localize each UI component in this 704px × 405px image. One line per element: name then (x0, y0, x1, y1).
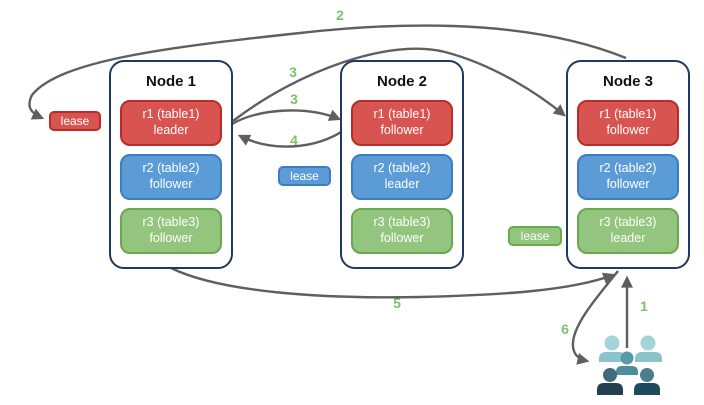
node-2-range-r3: r3 (table3) follower (351, 208, 453, 254)
range-name: r1 (table1) (599, 107, 657, 122)
step-label-5: 5 (393, 295, 401, 311)
arrow-step-5 (170, 266, 616, 299)
range-role: leader (610, 231, 646, 245)
range-name: r3 (table3) (599, 215, 657, 230)
node-3-title: Node 3 (602, 73, 653, 90)
range-name: r1 (table1) (142, 107, 200, 122)
range-role: follower (380, 231, 424, 245)
range-role: follower (606, 123, 650, 137)
step-label-6: 6 (561, 321, 569, 337)
step-label-4: 4 (290, 132, 298, 148)
node-2-range-r1: r1 (table1) follower (351, 100, 453, 146)
node-1-range-r2: r2 (table2) follower (120, 154, 222, 200)
node-2-title: Node 2 (376, 73, 427, 90)
node-3-range-r1: r1 (table1) follower (577, 100, 679, 146)
range-role: follower (149, 231, 193, 245)
step-label-1: 1 (640, 298, 648, 314)
node-2: Node 2 r1 (table1) follower r2 (table2) … (340, 60, 464, 269)
users-group-icon (597, 335, 662, 395)
range-name: r3 (table3) (373, 215, 431, 230)
node-3: Node 3 r1 (table1) follower r2 (table2) … (566, 60, 690, 269)
step-label-3-upper: 3 (289, 64, 297, 80)
node-3-range-r2: r2 (table2) follower (577, 154, 679, 200)
lease-badge-r1: lease (49, 111, 101, 131)
range-name: r2 (table2) (373, 161, 431, 176)
node-3-range-r3: r3 (table3) leader (577, 208, 679, 254)
range-name: r1 (table1) (373, 107, 431, 122)
range-role: leader (384, 177, 420, 191)
lease-badge-r2: lease (278, 166, 331, 186)
step-label-2: 2 (336, 7, 344, 23)
range-role: follower (380, 123, 424, 137)
range-name: r2 (table2) (599, 161, 657, 176)
range-role: follower (606, 177, 650, 191)
arrow-step-3-lower (231, 109, 342, 126)
range-role: leader (153, 123, 189, 137)
range-role: follower (149, 177, 193, 191)
node-1-title: Node 1 (145, 73, 196, 90)
node-1-range-r1: r1 (table1) leader (120, 100, 222, 146)
lease-badge-r3: lease (508, 226, 562, 246)
node-2-range-r2: r2 (table2) leader (351, 154, 453, 200)
node-1-range-r3: r3 (table3) follower (120, 208, 222, 254)
step-label-3-lower: 3 (290, 91, 298, 107)
node-1: Node 1 r1 (table1) leader r2 (table2) fo… (109, 60, 233, 269)
range-name: r2 (table2) (142, 161, 200, 176)
range-name: r3 (table3) (142, 215, 200, 230)
